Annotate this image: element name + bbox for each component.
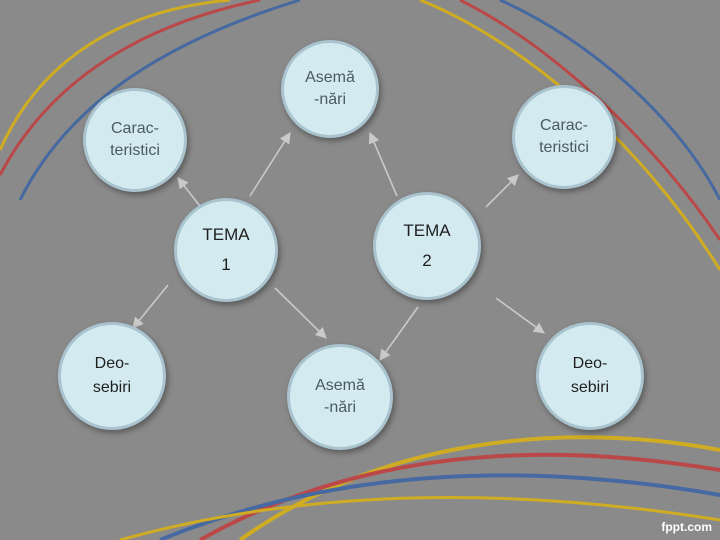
similarities-top-label: Asemă -nări [305,69,355,108]
theme1-label: TEMA 1 [202,225,250,274]
similarities-bottom-label: Asemă -nări [315,377,365,416]
node-differences-right: Deo- sebiri [536,322,644,430]
node-differences-left: Deo- sebiri [58,322,166,430]
node-characteristics-left: Carac- teristici [83,88,187,192]
characteristics-left-label: Carac- teristici [110,120,160,159]
node-similarities-top: Asemă -nări [281,40,379,138]
node-theme2: TEMA 2 [373,192,481,300]
arrow-theme2-to-differences-right [495,297,545,334]
differences-right-label: Deo- sebiri [570,355,610,396]
arrow-theme1-to-similarities-bottom [274,287,327,339]
node-similarities-bottom: Asemă -nări [287,344,393,450]
arrow-theme1-to-similarities-top [249,132,291,197]
theme2-label: TEMA 2 [403,221,451,270]
arrow-theme2-to-similarities-bottom [379,306,419,361]
arrow-theme1-to-differences-left [132,284,169,329]
arrow-theme2-to-similarities-top [368,131,398,197]
characteristics-right-label: Carac- teristici [539,117,589,156]
differences-left-label: Deo- sebiri [92,355,132,396]
node-characteristics-right: Carac- teristici [512,85,616,189]
watermark-text: fppt.com [661,520,712,534]
arrow-theme2-to-characteristics-right [485,174,519,208]
node-theme1: TEMA 1 [174,198,278,302]
